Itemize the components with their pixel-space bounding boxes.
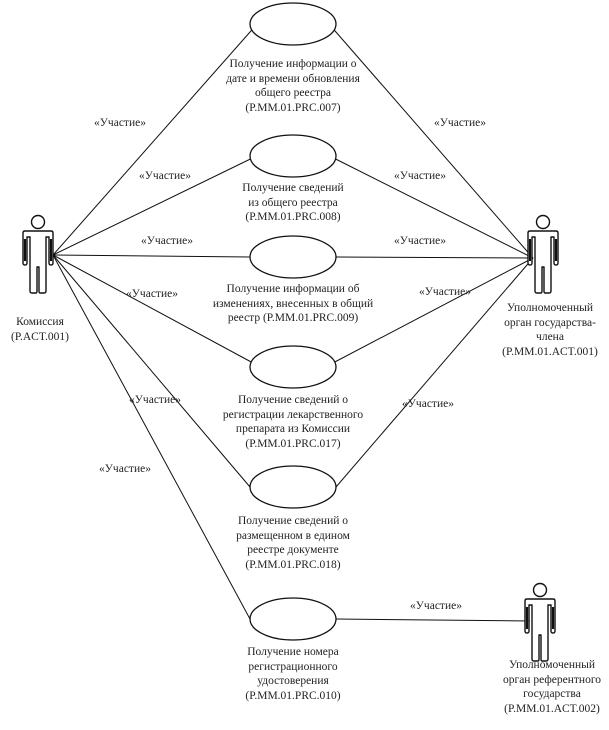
use-case-label-line: Получение номера [247,646,339,658]
association-line-act-member-state-uc-008 [335,158,534,259]
actor-label-line: (P.MM.01.ACT.002) [504,702,600,715]
association-label: «Участие» [139,170,191,182]
association-line-act-commission-uc-007 [52,29,253,256]
use-case-label-line: из общего реестра [248,196,338,209]
association-label: «Участие» [126,288,178,300]
actor-label-line: Уполномоченный [508,659,596,671]
association-label: «Участие» [394,235,446,247]
actor-label-line: (P.ACT.001) [11,330,69,343]
actor-label-act-member-state: Уполномоченный орган государства-члена (P.… [502,301,598,359]
association-label: «Участие» [394,170,446,182]
association-line-act-commission-uc-008 [52,158,251,256]
use-case-label-line: удостоверения [257,675,329,687]
use-case-ellipse-uc-018[interactable] [249,465,337,509]
use-case-label-line: общего реестра [255,87,331,99]
association-label: «Участие» [141,235,193,247]
use-case-label-line: (P.MM.01.PRC.010) [245,689,341,702]
use-case-label-uc-009: Получение информации об изменениях, внесе… [213,282,373,326]
actor-label-line: члена [536,331,564,343]
use-case-label-uc-010: Получение номера регистрационного удостове… [245,645,340,703]
use-case-label-line: Получение информации об [226,283,360,295]
use-case-label-line: дате и времени обновления [226,72,360,85]
association-line-act-member-state-uc-007 [333,29,534,259]
use-case-label-line: реестре документе [247,544,339,556]
use-case-ellipse-uc-007[interactable] [249,2,337,46]
association-line-act-commission-uc-010 [52,254,251,620]
use-case-label-line: Получение сведений о [237,515,349,527]
use-case-ellipse-uc-009[interactable] [249,235,337,279]
use-case-ellipse-uc-010[interactable] [249,597,337,641]
use-case-ellipse-uc-008[interactable] [249,134,337,178]
use-case-label-line: изменениях, внесенных в общий [212,297,374,310]
association-line-act-member-state-uc-009 [335,256,534,259]
use-case-label-uc-018: Получение сведений о размещенном в едином… [236,514,350,572]
association-line-act-commission-uc-009 [52,254,251,258]
actor-label-act-commission: Комиссия (P.ACT.001) [11,315,69,344]
association-label: «Участие» [94,117,146,129]
association-label: «Участие» [402,398,454,410]
actor-label-line: Комиссия [16,316,64,328]
association-label: «Участие» [419,286,471,298]
use-case-label-line: Получение сведений о [237,394,349,406]
association-label: «Участие» [99,463,151,475]
association-line-act-commission-uc-018 [52,254,251,488]
use-case-label-line: (P.MM.01.PRC.018) [245,558,341,571]
use-case-ellipse-uc-017[interactable] [249,345,337,389]
actor-label-line: Уполномоченный [506,302,594,314]
association-label: «Участие» [434,117,486,129]
use-case-label-uc-007: Получение информации о дате и времени обн… [226,57,360,115]
actor-label-line: орган референтного [502,673,602,686]
use-case-label-line: Получение информации о [229,58,357,70]
use-case-label-line: (P.MM.01.PRC.007) [245,101,341,114]
actor-label-line: (P.MM.01.ACT.001) [502,345,598,358]
actor-label-line: государства [523,688,581,700]
use-case-label-line: препарата из Комиссии [235,423,351,435]
association-line-act-member-state-uc-018 [335,257,534,488]
use-case-label-line: Получение сведений [242,182,344,194]
association-line-act-reference-state-uc-010 [335,618,531,622]
use-case-label-uc-008: Получение сведений из общего реестра (P.MM… [242,181,343,225]
association-line-act-commission-uc-017 [52,254,252,363]
use-case-label-line: реестр (P.MM.01.PRC.009) [227,312,359,324]
use-case-label-line: регистрационного [248,660,338,673]
actor-icon-act-member-state[interactable] [527,214,559,294]
association-label: «Участие» [129,394,181,406]
actor-label-line: орган государства- [504,316,596,329]
actor-icon-act-commission[interactable] [22,214,54,294]
use-case-label-line: размещенном в едином [236,529,350,542]
use-case-label-line: (P.MM.01.PRC.017) [245,437,341,450]
association-label: «Участие» [410,600,462,612]
use-case-label-line: (P.MM.01.PRC.008) [245,211,341,223]
association-line-act-member-state-uc-017 [334,257,534,363]
actor-label-act-reference-state: Уполномоченный орган референтного государс… [503,658,601,716]
use-case-label-uc-017: Получение сведений о регистрации лекарств… [223,393,363,451]
use-case-label-line: регистрации лекарственного [222,408,364,421]
actor-icon-act-reference-state[interactable] [524,582,556,662]
